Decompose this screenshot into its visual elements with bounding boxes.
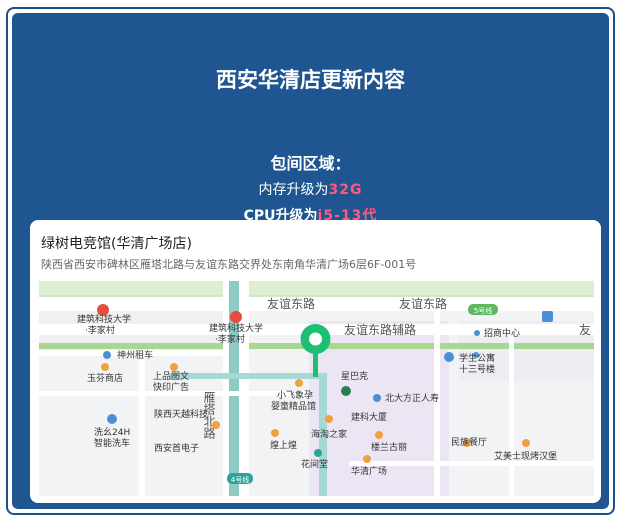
food-icon: [271, 429, 279, 437]
poi-beida: 北大方正人寿: [385, 392, 439, 404]
food-icon: [522, 439, 530, 447]
shop-icon: [212, 421, 220, 429]
page-title: 西安华清店更新内容: [216, 68, 405, 92]
office-icon: [474, 330, 480, 336]
location-address: 陕西省西安市碑林区雁塔北路与友谊东路交界处东南角华清广场6层6F-001号: [41, 258, 417, 271]
building-icon: [473, 352, 479, 358]
road-youyi-east-1: 友谊东路: [267, 296, 315, 311]
poi-xiaofei-1: 小飞象孕: [277, 389, 313, 401]
location-name: 绿树电竞馆(华清广场店): [41, 236, 192, 252]
poi-shangpin-1: 上品图文: [153, 370, 189, 382]
memory-upgrade-line: 内存升级为32G: [12, 179, 609, 199]
metro-line4-label: 4号线: [231, 475, 249, 484]
section-heading: 包间区域：: [270, 154, 351, 173]
poi-xuesheng-1: 学生公寓: [459, 352, 495, 364]
location-map[interactable]: 5号线 4号线 友谊东路 友谊东路 友谊东路辅路 友 雁塔北路 建筑科技大学 ·…: [39, 281, 594, 496]
parking-icon: [444, 352, 454, 362]
food-icon: [375, 431, 383, 439]
shop-icon: [295, 379, 303, 387]
road-youyi-east-aux: 友谊东路辅路: [344, 322, 416, 337]
poi-xuesheng-2: 十三号楼: [459, 363, 495, 375]
starbucks-icon: [341, 386, 351, 396]
poi-zhaopin: 招商中心: [484, 327, 520, 339]
car-rental-icon: [103, 351, 111, 359]
road-you-cut: 友: [579, 323, 591, 337]
car-wash-icon: [107, 414, 117, 424]
poi-aimei: 艾美士现烤汉堡: [494, 450, 557, 462]
poi-shenzhou: 神州租车: [117, 349, 153, 361]
shop-icon: [101, 363, 109, 371]
poi-jianke: 建科大厦: [351, 411, 387, 423]
poi-lijiacun-1: ·李家村: [85, 324, 115, 336]
poi-huajian: 花间堂: [301, 458, 328, 470]
metro-line5-label: 5号线: [474, 306, 492, 315]
hotel-icon: [314, 449, 322, 457]
poi-minzu: 民族餐厅: [451, 436, 487, 448]
location-card[interactable]: 绿树电竞馆(华清广场店) 陕西省西安市碑林区雁塔北路与友谊东路交界处东南角华清广…: [30, 220, 601, 503]
shop-icon: [170, 363, 178, 371]
metro-station-icon: [97, 304, 109, 316]
poi-xian-elec: 西安首电子: [154, 442, 199, 454]
poi-shangpin-2: 快印广告: [153, 381, 189, 393]
office-icon: [373, 394, 381, 402]
road-yanta-north: 雁塔北路: [202, 391, 216, 440]
poi-loulan: 楼兰古丽: [371, 441, 407, 453]
food-icon: [463, 439, 471, 447]
memory-prefix: 内存升级为: [258, 182, 329, 198]
poi-jianzhu-univ-2: 建筑科技大学: [209, 322, 263, 334]
outer-frame: 西安华清店更新内容 包间区域： 内存升级为32G CPU升级为i5-13代 绿树…: [6, 7, 615, 515]
poi-lijiacun-2: ·李家村: [215, 333, 245, 345]
metro-station-icon: [230, 311, 242, 323]
poi-starbucks: 星巴克: [341, 371, 368, 382]
poi-tianyi: 陕西天越科技: [154, 408, 208, 420]
road-youyi-east-2: 友谊东路: [399, 296, 447, 311]
poi-jianzhu-univ-1: 建筑科技大学: [77, 313, 131, 325]
memory-value: 32G: [328, 182, 363, 198]
poi-haitao: 海淘之家: [311, 428, 347, 440]
poi-yufen: 玉芬商店: [87, 372, 123, 384]
poi-xiaofei-2: 婴童精品馆: [271, 400, 316, 412]
poi-xiyue-1: 洗幺24H: [94, 426, 130, 438]
shop-icon: [325, 415, 333, 423]
content-panel: 西安华清店更新内容 包间区域： 内存升级为32G CPU升级为i5-13代 绿树…: [12, 13, 609, 509]
poi-huangshang: 煌上煌: [270, 439, 297, 451]
location-pin-icon[interactable]: [300, 324, 331, 377]
poi-xiyue-2: 智能洗车: [94, 437, 130, 449]
bus-stop-icon: [542, 311, 553, 322]
shop-icon: [363, 455, 371, 463]
poi-huaqing: 华清广场: [351, 465, 387, 477]
